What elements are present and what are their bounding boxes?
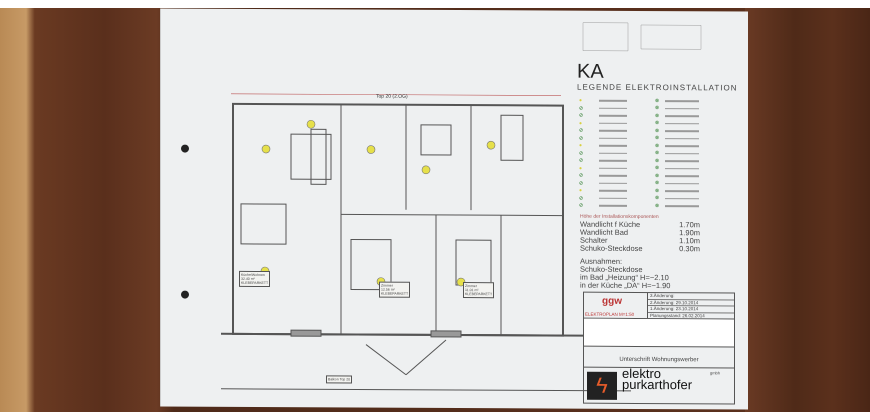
legend-symbol-icon: ⊘: [579, 172, 584, 179]
signature-label: Unterschrift Wohnungswerber: [619, 356, 699, 364]
height-label: Schuko-Steckdose: [580, 243, 643, 253]
legend-text-line: [665, 115, 700, 117]
legend-text-line: [599, 167, 627, 169]
legend-symbol-icon: ⊗: [655, 112, 660, 119]
punch-hole: [181, 290, 189, 299]
ggw-logo: ggw ELEKTROPLAN M=1:50: [584, 292, 648, 319]
legend-text-line: [665, 130, 700, 132]
legend-symbol-icon: ⊗: [655, 150, 660, 157]
logo-text: ggw: [602, 295, 622, 307]
company-logo: ϟ elektro purkarthofer gmbh: [584, 366, 734, 404]
legend-symbol-icon: ●: [579, 120, 583, 127]
legend-symbol-row: ⊘⊗: [579, 202, 729, 210]
punch-hole: [181, 144, 189, 153]
legend-symbol-icon: ⊗: [655, 97, 660, 104]
legend-text-line: [599, 114, 627, 117]
legend-symbol-icon: ●: [579, 97, 583, 104]
legend-text-line: [599, 204, 627, 207]
legend-text-line: [665, 145, 700, 147]
legend-text-line: [665, 160, 700, 162]
height-value: 0.30m: [679, 244, 700, 254]
exceptions-line: in der Küche „DA“ H=~1.90: [580, 280, 671, 291]
legend-text-line: [599, 182, 627, 184]
legend-symbol-icon: ⊗: [655, 180, 660, 187]
legend-text-line: [665, 107, 700, 110]
legend-symbol-icon: ⊘: [579, 202, 584, 209]
wooden-plank: [745, 8, 870, 412]
legend-title: LEGENDE ELEKTROINSTALLATION: [577, 82, 738, 93]
title-block: ggw ELEKTROPLAN M=1:50 3.Änderung: 2.Änd…: [583, 291, 735, 405]
legend-symbol-icon: ⊗: [655, 195, 660, 202]
legend-text-line: [665, 182, 700, 185]
legend-text-line: [665, 137, 700, 140]
plan-type: ELEKTROPLAN M=1:50: [585, 311, 635, 317]
legend-symbol-icon: ⊘: [579, 127, 584, 134]
room-label-bedroom: Zimmer 11.01 m² KLEBEPARKETT: [463, 282, 495, 299]
company-name-2: purkarthofer: [622, 376, 693, 393]
legend-symbol-icon: ●: [579, 165, 583, 172]
balcony-label: Balkon Top 20: [326, 375, 353, 384]
top-label: Top 20 (2.OG): [376, 93, 408, 100]
room-floor: KLEBEPARKETT: [241, 280, 269, 286]
legend-text-line: [599, 99, 627, 102]
legend-symbol-icon: ⊘: [579, 180, 584, 187]
legend-text-line: [665, 205, 700, 207]
room-label-kitchen: Küche/Wohnen 32.40 m² KLEBEPARKETT: [239, 270, 271, 288]
legend-symbol-icon: ⊗: [655, 135, 660, 142]
legend-symbol-icon: ⊗: [655, 127, 660, 134]
legend-text-line: [599, 197, 627, 199]
legend-symbol-icon: ⊗: [655, 187, 660, 194]
legend-symbol-icon: ●: [579, 142, 583, 149]
legend-symbols: ●⊗⊘⊗⊘⊗●⊗⊘⊗⊘⊗●⊗⊘⊗⊘⊗●⊗⊘⊗⊘⊗●⊗⊘⊗⊘⊗: [579, 97, 729, 210]
legend-symbol-icon: ⊗: [655, 172, 660, 179]
legend-symbol-icon: ⊗: [655, 202, 660, 209]
height-row: Schuko-Steckdose 0.30m: [580, 243, 700, 254]
legend-symbol-icon: ⊘: [579, 157, 584, 164]
legend-text-line: [665, 152, 700, 155]
floor-plan-drawing: [221, 22, 702, 392]
legend-text-line: [665, 175, 700, 177]
legend-text-line: [665, 167, 700, 170]
legend-symbol-icon: ⊘: [579, 135, 584, 142]
company-suffix: gmbh: [709, 370, 720, 376]
legend-text-line: [665, 197, 700, 200]
legend-symbol-icon: ⊗: [655, 142, 660, 149]
legend-symbol-icon: ⊘: [579, 112, 584, 119]
legend-symbol-icon: ⊗: [655, 165, 660, 172]
revision-table: 3.Änderung: 2.Änderung: 29.10.2014 1.Änd…: [648, 293, 734, 318]
legend-text-line: [599, 152, 627, 154]
redacted-area: [584, 318, 734, 348]
revision-row: Planungsstand: 26.02.2014: [650, 312, 705, 318]
legend-text-line: [599, 174, 627, 177]
legend-symbol-icon: ⊘: [579, 105, 584, 112]
legend-text-line: [665, 122, 700, 125]
legend-text-line: [665, 190, 700, 192]
floor-plan-sheet: Top 20 (2.OG) Küche/Wohnen 32.40 m² KLEB…: [160, 8, 748, 410]
room-floor: KLEBEPARKETT: [381, 291, 409, 296]
legend-symbol-icon: ●: [579, 187, 583, 194]
legend-symbol-icon: ⊗: [655, 105, 660, 112]
legend-symbol-icon: ⊘: [579, 195, 584, 202]
lightning-bolt-icon: ϟ: [587, 371, 617, 400]
legend-symbol-icon: ⊘: [579, 150, 584, 157]
legend-text-line: [599, 159, 627, 162]
plan-code: KA: [577, 60, 604, 83]
legend-text-line: [599, 189, 627, 192]
room-floor: KLEBEPARKETT: [465, 292, 493, 297]
legend-text-line: [599, 144, 627, 147]
legend-symbol-icon: ⊗: [655, 157, 660, 164]
legend-text-line: [599, 122, 627, 124]
room-label-bedroom: Zimmer 12.56 m² KLEBEPARKETT: [379, 281, 411, 298]
legend-symbol-icon: ⊗: [655, 120, 660, 127]
installation-heights: Höhe der Installationskomponenten Wandli…: [580, 213, 700, 291]
legend-text-line: [599, 107, 627, 109]
legend-text-line: [599, 137, 627, 139]
legend-text-line: [665, 100, 700, 102]
legend-text-line: [599, 129, 627, 132]
